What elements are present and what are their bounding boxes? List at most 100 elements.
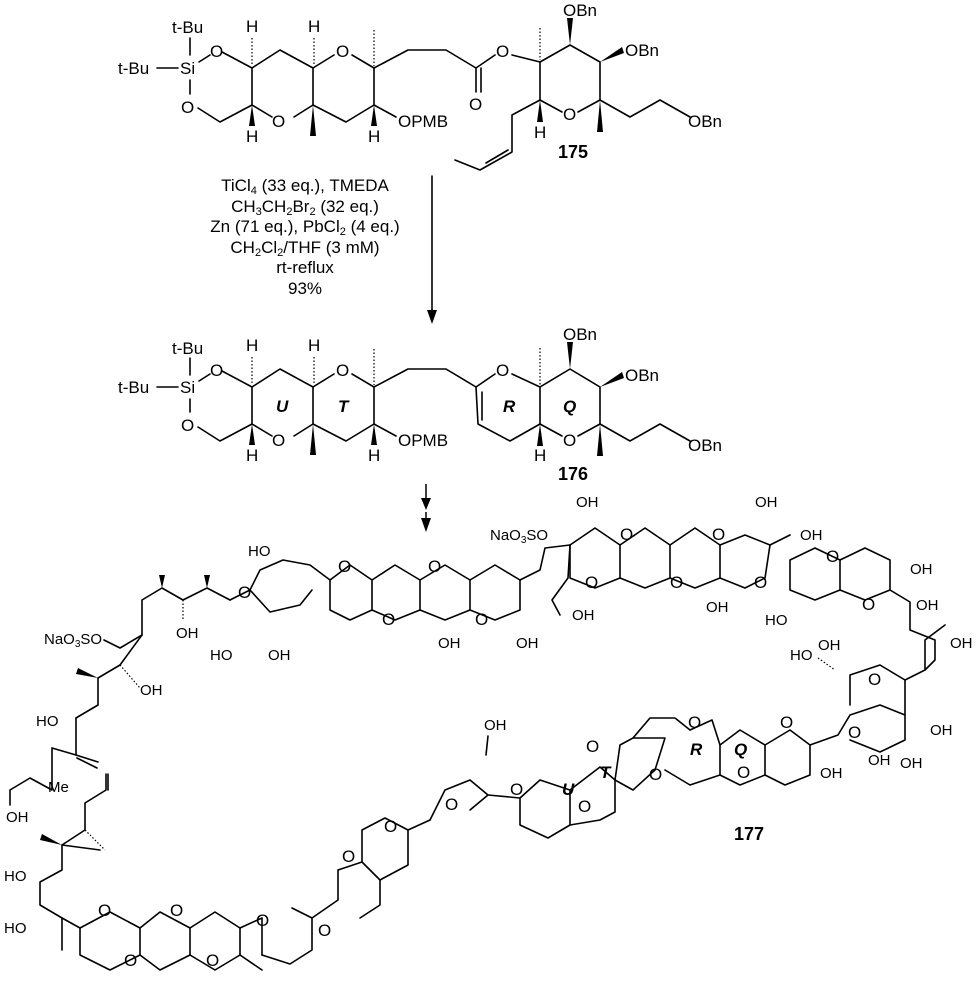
o-label: O (469, 95, 482, 114)
oh-label: OH (176, 625, 199, 642)
oh-label: OH (818, 637, 841, 654)
ho-label: HO (36, 713, 59, 730)
condition-line-3: Zn (71 eq.), PbCl2 (4 eq.) (210, 217, 400, 238)
condition-line-2: CH3CH2Br2 (32 eq.) (231, 196, 379, 218)
reaction-conditions: TiCl4 (33 eq.), TMEDA CH3CH2Br2 (32 eq.)… (180, 176, 430, 299)
ring-label-u: U (276, 397, 289, 416)
tbu-label: t-Bu (172, 18, 203, 37)
oh-label: OH (800, 527, 823, 544)
h-label: H (368, 127, 380, 146)
si-label: Si (180, 59, 195, 78)
ho-label: HO (765, 612, 788, 629)
ho-label: HO (210, 647, 233, 664)
condition-line-6: 93% (287, 278, 323, 298)
ho-label: HO (248, 543, 271, 560)
oh-label: OH (950, 635, 973, 652)
o-label: O (586, 737, 599, 756)
obn-label: OBn (563, 1, 597, 20)
tbu-label: t-Bu (118, 59, 149, 78)
oh-label: OH (572, 607, 595, 624)
oh-label: OH (484, 717, 507, 734)
obn-label: OBn (688, 436, 722, 455)
o-label: O (124, 951, 137, 970)
oh-label: OH (268, 647, 291, 664)
compound-175: t-Bu t-Bu Si O O O H H H O H OPMB O O (118, 1, 722, 171)
o-label: O (496, 42, 509, 61)
oh-label: OH (930, 722, 953, 739)
condition-line-5: rt-reflux (276, 258, 334, 277)
o-label: O (475, 610, 488, 629)
o-label: O (206, 951, 219, 970)
h-label: H (246, 446, 258, 465)
oh-label: OH (576, 494, 599, 511)
h-label: H (246, 127, 258, 146)
h-label: H (308, 17, 320, 36)
nao3so-label: NaO3SO (44, 631, 102, 650)
obn-label: OBn (563, 325, 597, 344)
ring-label-r: R (503, 397, 516, 416)
ring-label-q: Q (734, 740, 747, 759)
o-label: O (336, 42, 349, 61)
h-label: H (246, 336, 258, 355)
si-label: Si (180, 378, 195, 397)
o-label: O (342, 847, 355, 866)
o-label: O (862, 595, 875, 614)
o-label: O (563, 105, 576, 124)
oh-label: OH (910, 561, 933, 578)
condition-line-4: CH2Cl2/THF (3 mM) (230, 237, 380, 259)
o-label: O (510, 780, 523, 799)
obn-label: OBn (625, 366, 659, 385)
o-label: O (445, 795, 458, 814)
ho-label: HO (790, 647, 813, 664)
o-label: O (338, 557, 351, 576)
compound-number: 176 (558, 464, 588, 484)
o-label: O (336, 361, 349, 380)
o-label: O (848, 723, 861, 742)
o-label: O (737, 763, 750, 782)
condition-line-1: TiCl4 (33 eq.), TMEDA (221, 176, 389, 197)
o-label: O (826, 547, 839, 566)
o-label: O (712, 525, 725, 544)
h-label: H (534, 446, 546, 465)
o-label: O (318, 921, 331, 940)
o-label: O (620, 525, 633, 544)
oh-label: OH (140, 682, 163, 699)
o-label: O (272, 112, 285, 131)
ring-label-q: Q (563, 397, 576, 416)
h-label: H (308, 336, 320, 355)
ring-label-t: T (600, 763, 612, 782)
compound-number: 177 (734, 824, 764, 844)
oh-label: OH (438, 635, 461, 652)
o-label: O (181, 416, 194, 435)
multistep-arrow (421, 484, 431, 532)
ho-label: HO (4, 920, 27, 937)
opmb-label: OPMB (398, 431, 448, 450)
reaction-arrow (427, 175, 437, 324)
o-label: O (670, 573, 683, 592)
oh-label: OH (916, 597, 939, 614)
oh-label: OH (820, 765, 843, 782)
ho-label: HO (4, 868, 27, 885)
o-label: O (256, 911, 269, 930)
compound-number: 175 (558, 142, 588, 162)
o-label: O (428, 557, 441, 576)
o-label: O (272, 431, 285, 450)
compound-177: NaO3SO OH OH HO OH Me HO HO O O O O (4, 494, 973, 971)
compound-176: t-Bu t-Bu Si O O O H H U H O T H OPMB O (118, 325, 722, 484)
o-label: O (384, 817, 397, 836)
o-label: O (382, 610, 395, 629)
ring-label-u: U (562, 780, 575, 799)
ring-label-t: T (338, 397, 350, 416)
o-label: O (649, 765, 662, 784)
tbu-label: t-Bu (172, 339, 203, 358)
o-label: O (585, 573, 598, 592)
o-label: O (780, 713, 793, 732)
o-label: O (688, 713, 701, 732)
oh-label: OH (706, 599, 729, 616)
o-label: O (181, 98, 194, 117)
oh-label: OH (755, 494, 778, 511)
o-label: O (496, 361, 509, 380)
opmb-label: OPMB (398, 112, 448, 131)
nao3so-label: NaO3SO (490, 527, 548, 546)
tbu-label: t-Bu (118, 378, 149, 397)
